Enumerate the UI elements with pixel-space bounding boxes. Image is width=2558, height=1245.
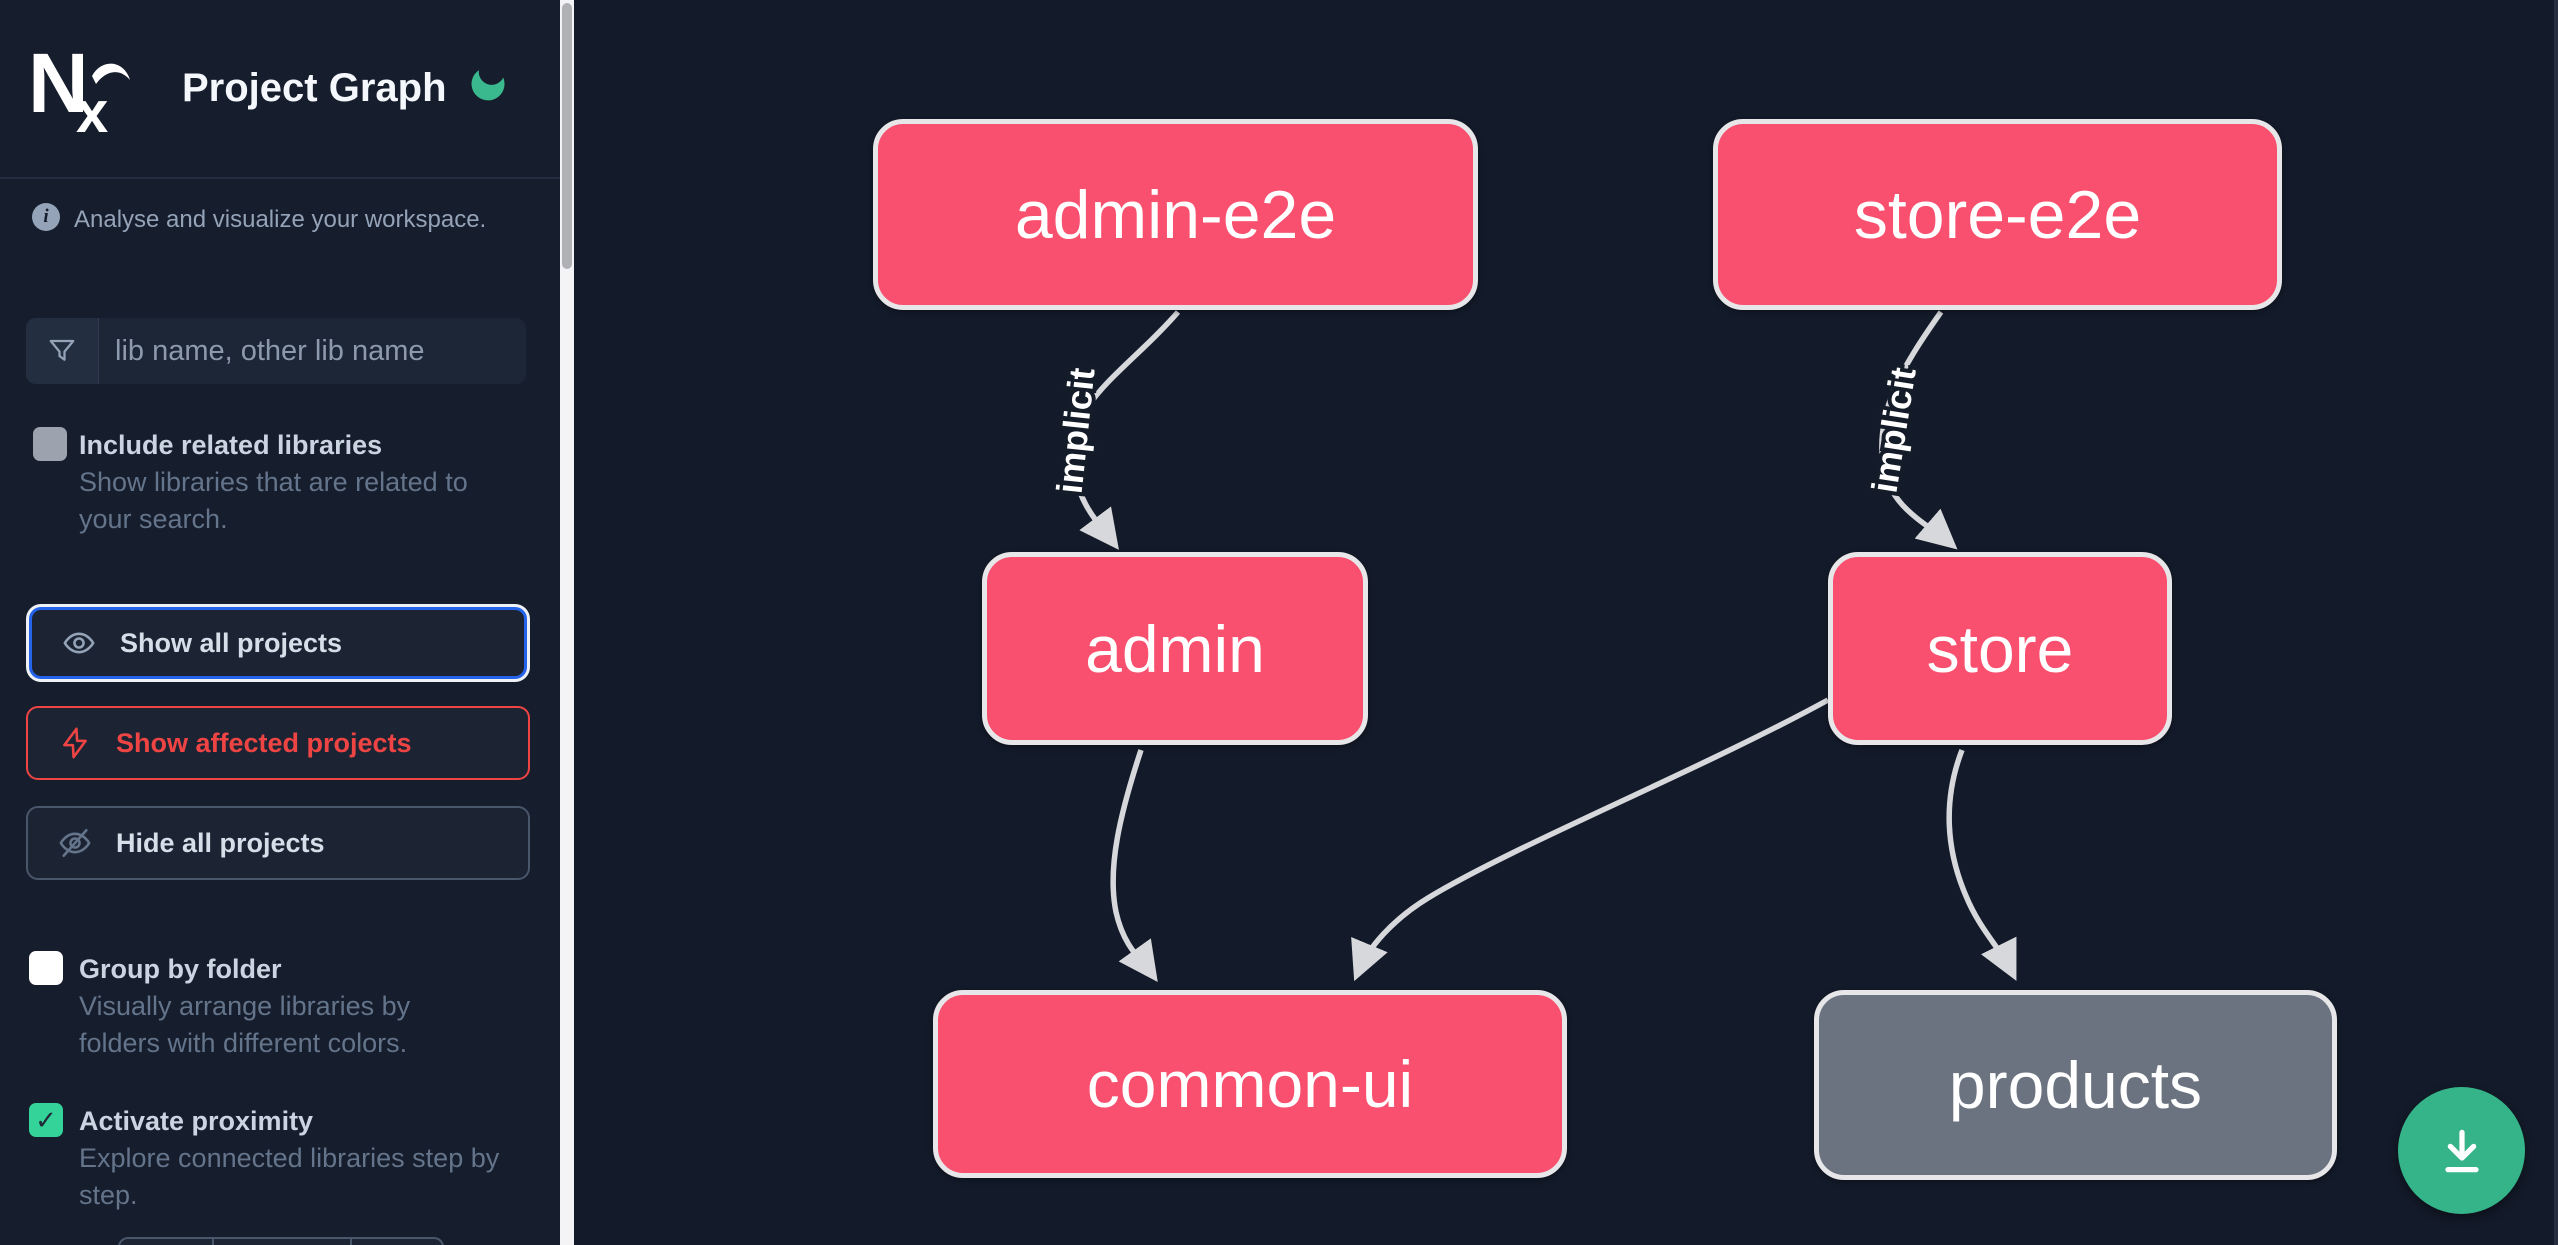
- node-label: admin: [1085, 611, 1265, 686]
- theme-toggle-button[interactable]: [466, 62, 510, 106]
- checkmark-icon: ✓: [35, 1104, 57, 1135]
- node-label: admin-e2e: [1014, 176, 1337, 253]
- eye-icon: [63, 632, 95, 654]
- sidebar-scrollbar-thumb[interactable]: [562, 3, 572, 269]
- hide-all-projects-label: Hide all projects: [116, 827, 325, 858]
- moon-icon: [471, 70, 505, 101]
- funnel-icon: [49, 339, 75, 361]
- proximity-depth-control-partial[interactable]: [118, 1237, 444, 1245]
- hide-all-projects-button[interactable]: Hide all projects: [26, 806, 530, 880]
- svg-text:N: N: [28, 40, 89, 130]
- graph-node-store[interactable]: store: [1828, 552, 2172, 745]
- graph-node-admin-e2e[interactable]: admin-e2e: [873, 119, 1478, 310]
- group-by-folder-label[interactable]: Group by folder: [79, 954, 282, 984]
- include-related-checkbox[interactable]: [33, 427, 67, 461]
- nx-logo: N x: [28, 40, 130, 136]
- page-title: Project Graph: [182, 66, 447, 110]
- download-icon: [2444, 1129, 2479, 1172]
- search-input[interactable]: [99, 318, 526, 384]
- show-all-projects-label: Show all projects: [120, 627, 343, 658]
- include-related-label[interactable]: Include related libraries: [79, 430, 383, 460]
- eye-off-icon: [59, 828, 91, 858]
- sidebar-scrollbar[interactable]: [560, 0, 574, 1245]
- download-graph-button[interactable]: [2398, 1087, 2525, 1214]
- sidebar: N x Project Graph i Analyse and visualiz…: [0, 0, 574, 1245]
- show-all-projects-button[interactable]: Show all projects: [29, 607, 527, 679]
- activate-proximity-checkbox[interactable]: ✓: [29, 1103, 63, 1137]
- node-label: common-ui: [1086, 1047, 1414, 1121]
- page-edge-strip: [2554, 0, 2558, 1245]
- show-affected-projects-button[interactable]: Show affected projects: [26, 706, 530, 780]
- group-by-folder-checkbox[interactable]: [29, 951, 63, 985]
- include-related-description: Show libraries that are related to your …: [79, 467, 468, 534]
- group-by-folder-description: Visually arrange libraries by folders wi…: [79, 991, 411, 1058]
- graph-node-admin[interactable]: admin: [982, 552, 1368, 745]
- show-affected-projects-label: Show affected projects: [116, 727, 412, 758]
- workspace-info-text: Analyse and visualize your workspace.: [74, 206, 487, 233]
- graph-node-common-ui[interactable]: common-ui: [933, 990, 1567, 1178]
- info-icon: i: [32, 203, 60, 231]
- segment-divider: [212, 1239, 214, 1245]
- graph-node-store-e2e[interactable]: store-e2e: [1713, 119, 2282, 310]
- filter-icon-cell: [26, 318, 99, 384]
- node-label: products: [1948, 1048, 2203, 1122]
- project-filter-box: [26, 318, 526, 384]
- graph-node-products[interactable]: products: [1814, 990, 2337, 1180]
- bolt-icon: [63, 727, 87, 759]
- svg-text:x: x: [76, 80, 108, 136]
- segment-divider: [350, 1239, 352, 1245]
- header-divider: [0, 177, 560, 179]
- node-label: store: [1926, 611, 2074, 686]
- activate-proximity-label[interactable]: Activate proximity: [79, 1106, 314, 1136]
- activate-proximity-description: Explore connected libraries step by step…: [79, 1143, 500, 1210]
- node-label: store-e2e: [1853, 176, 2142, 253]
